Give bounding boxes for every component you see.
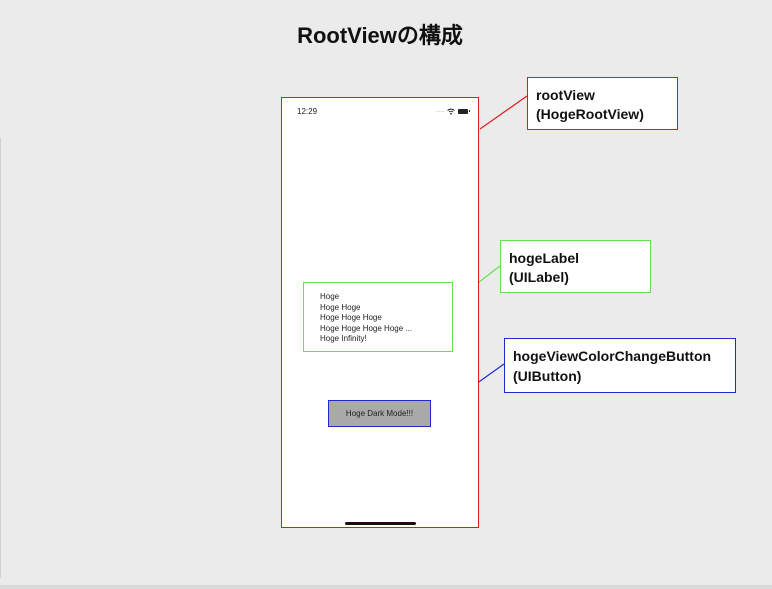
status-bar-icons: ....	[436, 107, 470, 115]
page-title: RootViewの構成	[297, 23, 463, 48]
signal-icon: ....	[436, 107, 444, 114]
callout-button-name: hogeViewColorChangeButton	[513, 348, 712, 364]
hoge-label-line: Hoge	[320, 292, 340, 301]
battery-icon	[458, 108, 470, 114]
wifi-icon	[447, 108, 455, 115]
callout-hoge-label: hogeLabel (UILabel)	[500, 240, 651, 293]
hoge-label-line: Hoge Hoge Hoge Hoge ...	[320, 323, 413, 333]
callout-root-view-type: (HogeRootView)	[536, 106, 644, 122]
callout-root-view: rootView (HogeRootView)	[527, 77, 678, 130]
canvas-edge-bottom	[0, 585, 772, 589]
status-bar-time: 12:29	[297, 107, 318, 116]
canvas-edge-left	[0, 138, 1, 578]
home-indicator	[345, 522, 416, 525]
callout-button-type: (UIButton)	[513, 368, 582, 384]
callout-hoge-label-type: (UILabel)	[509, 269, 569, 285]
callout-color-change-button: hogeViewColorChangeButton (UIButton)	[504, 338, 736, 393]
callout-hoge-label-name: hogeLabel	[509, 250, 580, 266]
connector-root-view	[479, 95, 528, 130]
hoge-label-line: Hoge Hoge Hoge	[320, 313, 382, 322]
hoge-label-line: Hoge Hoge	[320, 302, 361, 312]
hoge-label: Hoge Hoge Hoge Hoge Hoge Hoge Hoge Hoge …	[303, 282, 453, 352]
dark-mode-button[interactable]: Hoge Dark Mode!!!	[328, 400, 431, 427]
callout-root-view-name: rootView	[536, 87, 595, 103]
hoge-label-line: Hoge Infinity!	[320, 334, 367, 343]
